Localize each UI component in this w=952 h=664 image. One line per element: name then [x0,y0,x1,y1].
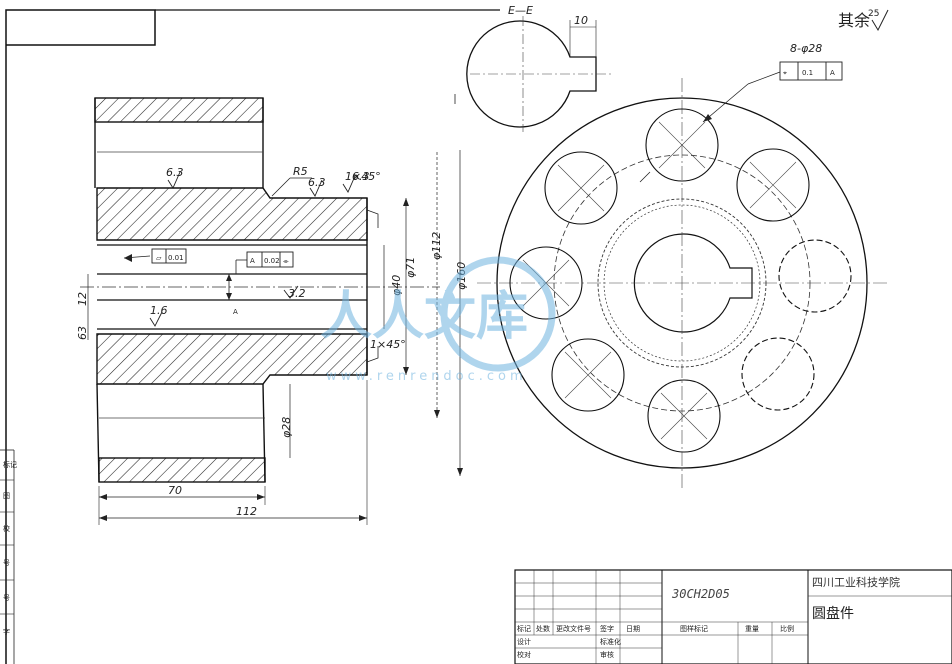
side-label: 标记 [3,460,17,469]
side-dim: 63 [76,326,89,340]
roughness-symbol [149,311,163,327]
symmetry-frame [246,251,294,268]
tb-row-label: 标准化 [600,637,621,646]
bolt-holes [509,108,852,453]
keyway-width: 10 [574,14,588,27]
tb-row-label: 校对 [517,650,531,659]
bolt-hole [509,246,583,320]
roughness-label: 6.3 [166,166,184,179]
roughness-label: 6.3 [352,170,370,183]
side-label: 校 [3,524,10,533]
side-label: 字 [3,627,10,636]
watermark-text: 人人文库 [320,287,528,347]
scale-label: 比例 [780,624,794,633]
tb-header: 日期 [626,625,640,633]
flatness-frame [151,248,187,264]
bore-with-keyway [633,233,753,333]
roughness-rest-note: 其余 25 [838,9,889,32]
len-112: 112 [236,505,257,518]
svg-text:⌯: ⌯ [283,257,289,265]
roughness-rest-value: 25 [868,9,879,19]
tb-row-label: 设计 [517,637,531,646]
len-70: 70 [168,484,182,497]
hole-dim: φ28 [280,417,293,438]
bore-dim: φ40 [390,275,403,296]
pcd-dim: φ112 [430,232,443,260]
datum-a-label: A [250,257,255,265]
key-dim: 12 [76,292,89,306]
section-label: E—E [508,4,533,17]
title-block: 标记 处数 更改文件号 签字 日期 设计 标准化 校对 审核 30CH2D05 … [514,569,952,664]
hub-top-section [96,187,368,241]
watermark-url: www.renrendoc.com [326,369,527,384]
bolt-hole [778,239,852,313]
roughness-label: 1.6 [150,304,168,317]
side-strip: 标记 图 校 号 号 字 [0,449,17,664]
hub-dim: φ71 [404,257,417,278]
front-view [477,71,888,488]
outer-circle [496,97,868,469]
roughness-rest-text: 其余 [838,11,870,30]
roughness-symbol [342,175,356,193]
company-name: 四川工业科技学院 [812,575,900,589]
chamfer-bottom: 1×45° [370,338,406,351]
drawing-number: 30CH2D05 [671,587,730,601]
side-label: 号 [3,559,10,567]
bolt-hole [736,148,810,222]
tb-header: 签字 [600,624,614,633]
tb-row-label: 审核 [600,650,614,659]
position-tolerance-frame [779,61,843,81]
section-view [80,97,440,483]
datum-a-marker: A [233,308,238,316]
holes-callout-text: 8-φ28 [790,42,822,55]
roughness-symbol [283,285,299,299]
watermark-logo-icon [440,256,556,372]
weight-label: 重量 [745,625,759,633]
position-symbol: ⌖ [783,69,787,77]
chamfer-top: 1×45° [345,170,381,183]
stage-label: 图样标记 [680,624,708,633]
roughness-label: 3.2 [288,287,306,300]
position-datum: A [830,69,835,77]
symmetry-value: 0.02 [264,257,280,265]
flange-top-section [94,97,264,123]
flatness-value: 0.01 [168,254,184,262]
bolt-hole [645,108,719,182]
r5-label: R5 [293,165,308,178]
flange-bottom-section [98,457,266,483]
bolt-hole [741,337,815,411]
tb-header: 处数 [536,624,550,633]
tb-header: 标记 [517,624,531,633]
position-value: 0.1 [802,69,813,77]
watermark: 人人文库 www.renrendoc.com [320,256,556,384]
bolt-hole [551,338,625,412]
keyway-detail-view: E—E 10 [454,4,612,132]
part-name: 圆盘件 [812,605,854,622]
roughness-symbol [167,171,181,189]
side-label: 图 [3,492,10,500]
side-label: 号 [3,594,10,602]
sheet-border [5,9,500,664]
roughness-label: 6.3 [308,176,326,189]
tb-header: 更改文件号 [556,624,591,633]
bolt-hole [544,151,618,225]
bolt-hole [647,379,721,453]
svg-text:▱: ▱ [156,254,162,262]
roughness-symbol [309,179,323,197]
hole-callout: 8-φ28 ⌖ 0.1 A [779,42,843,81]
